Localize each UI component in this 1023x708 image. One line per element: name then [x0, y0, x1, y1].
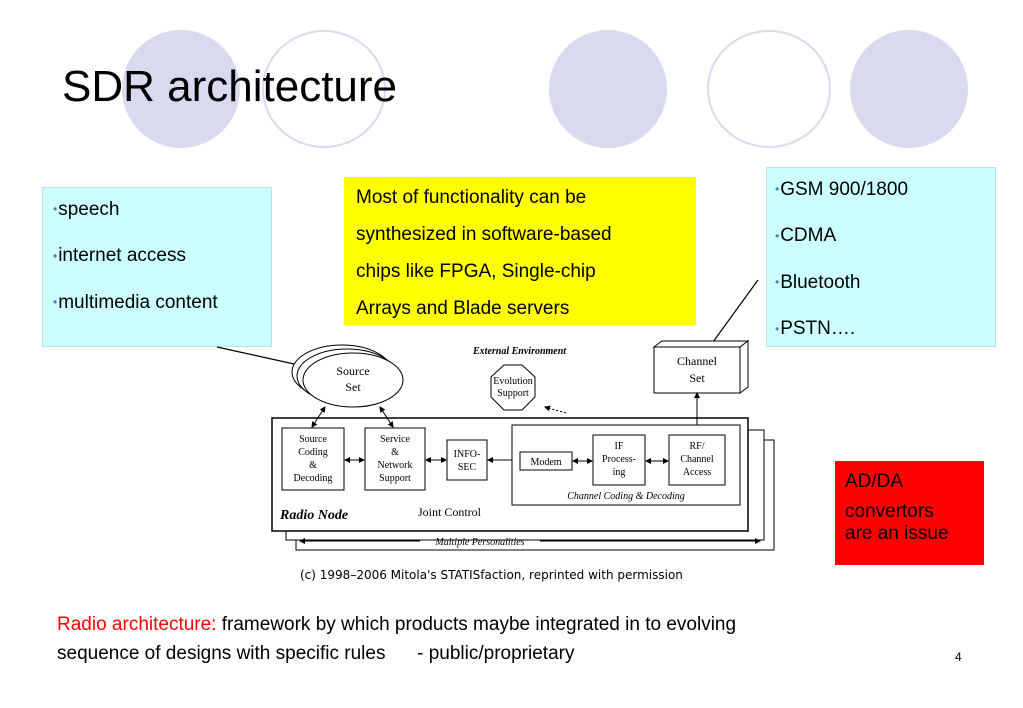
- bullet-icon: •: [53, 295, 58, 310]
- channel-coding-label: Channel Coding & Decoding: [567, 491, 685, 502]
- services-box: •speech •internet access •multimedia con…: [42, 187, 272, 347]
- evolution-support: [490, 364, 536, 411]
- source-coding-label: &: [309, 460, 317, 471]
- channel-set-3d: [652, 340, 750, 348]
- source-set-label: Set: [345, 380, 361, 394]
- bullet-icon: •: [775, 321, 780, 336]
- functionality-note: Most of functionality can be synthesized…: [344, 177, 696, 325]
- service-network-box: [364, 427, 426, 491]
- channel-set-label: Channel: [677, 354, 718, 368]
- multiple-personalities-label: Multiple Personalities: [434, 537, 524, 548]
- evolution-support-label: Support: [497, 388, 529, 399]
- page-number: 4: [955, 650, 962, 664]
- pointer-line: [216, 346, 304, 367]
- infosec-box: [446, 439, 488, 481]
- list-item: •multimedia content: [53, 291, 218, 313]
- joint-control-label: Joint Control: [418, 505, 482, 519]
- source-set: [302, 352, 404, 408]
- evolution-arrow: [544, 405, 567, 414]
- radio-node-label: Radio Node: [279, 508, 348, 523]
- footer-highlight: Radio architecture:: [57, 614, 217, 635]
- copyright-label: (c) 1998–2006 Mitola's STATISfaction, re…: [300, 568, 683, 582]
- list-item: •PSTN….: [775, 318, 856, 340]
- decor-ring: [707, 30, 831, 148]
- service-network-label: Service: [380, 434, 411, 445]
- decor-circle: [850, 30, 968, 148]
- channel-set-3d: [739, 340, 749, 394]
- if-processing-label: Process-: [602, 454, 636, 465]
- bullet-icon: •: [53, 202, 58, 217]
- adda-note: AD/DA convertors are an issue: [835, 461, 984, 565]
- footer-line1: framework by which products maybe integr…: [216, 614, 737, 635]
- decor-ring: [262, 30, 386, 148]
- source-set-label: Source: [336, 364, 369, 378]
- rf-access-label: Access: [683, 467, 711, 478]
- if-processing-label: IF: [615, 441, 624, 452]
- bullet-icon: •: [775, 228, 780, 243]
- footer-text: Radio architecture: framework by which p…: [57, 610, 937, 668]
- external-environment-label: External Environment: [472, 346, 567, 357]
- service-network-label: &: [391, 447, 399, 458]
- infosec-label: INFO-: [454, 449, 481, 460]
- bullet-icon: •: [775, 182, 780, 197]
- source-coding-label: Decoding: [294, 473, 333, 484]
- slide-title: SDR architecture: [62, 62, 398, 111]
- connector: [379, 406, 394, 428]
- list-item: •internet access: [53, 245, 186, 267]
- list-item: •GSM 900/1800: [775, 179, 909, 200]
- evolution-support-label: Evolution: [493, 376, 532, 387]
- bullet-icon: •: [775, 275, 780, 290]
- source-coding-label: Coding: [298, 447, 327, 458]
- source-coding-label: Source: [299, 434, 327, 445]
- connector: [311, 406, 326, 428]
- bullet-icon: •: [53, 248, 58, 263]
- networks-box: •GSM 900/1800 •CDMA •Bluetooth •PSTN….: [766, 167, 996, 347]
- service-network-label: Network: [378, 460, 413, 471]
- channel-set-label: Set: [689, 371, 705, 385]
- rf-access-label: Channel: [680, 454, 714, 465]
- list-item: •speech: [53, 199, 120, 220]
- list-item: •CDMA: [775, 225, 837, 247]
- if-processing-box: [592, 434, 646, 486]
- architecture-diagram: External Environment Source Set Evolutio…: [271, 340, 775, 582]
- rf-access-label: RF/: [689, 441, 704, 452]
- if-processing-label: ing: [613, 467, 626, 478]
- rf-access-box: [668, 434, 726, 486]
- infosec-label: SEC: [458, 462, 477, 473]
- decor-circle: [549, 30, 667, 148]
- modem-label: Modem: [530, 457, 561, 468]
- list-item: •Bluetooth: [775, 271, 861, 293]
- footer-line2: sequence of designs with specific rules …: [57, 643, 575, 664]
- service-network-label: Support: [379, 473, 411, 484]
- decor-circle: [122, 30, 240, 148]
- pointer-line: [712, 279, 759, 343]
- source-coding-box: [281, 427, 345, 491]
